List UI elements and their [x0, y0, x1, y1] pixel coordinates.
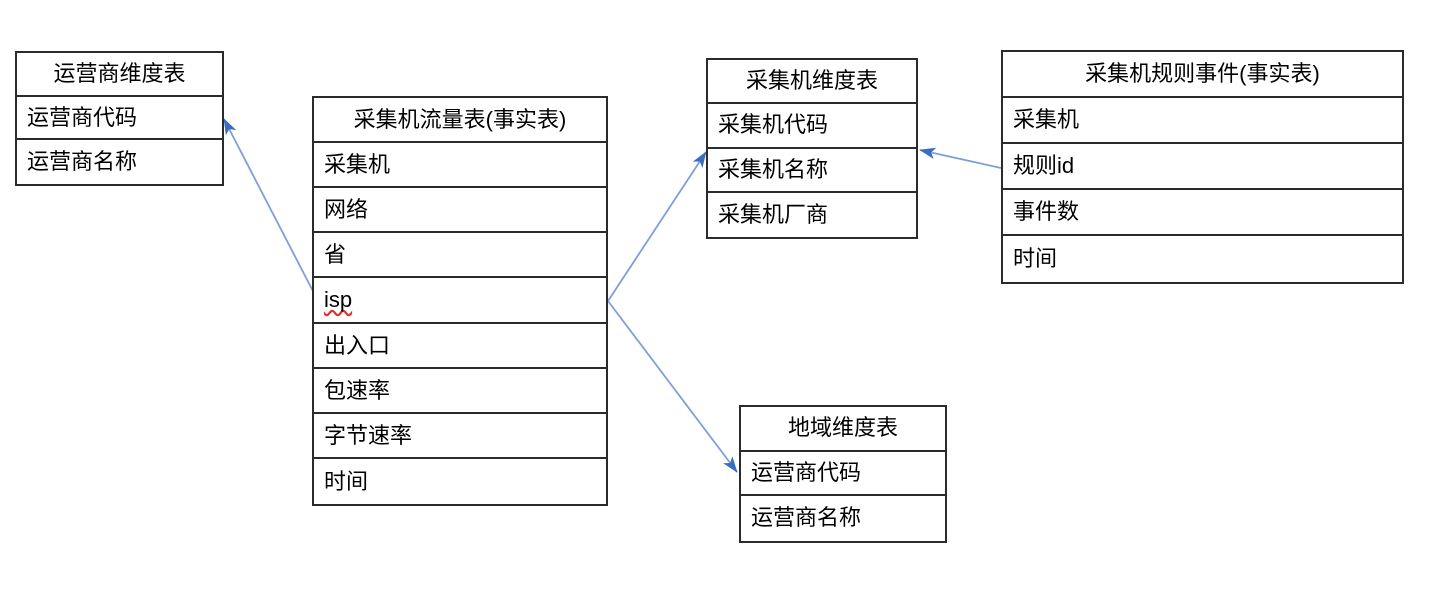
entity-title-collector-dim: 采集机维度表	[708, 60, 916, 105]
entity-field-collector-flow-fact-4: 出入口	[314, 323, 606, 369]
connector-flow-to-collector-dim	[607, 151, 707, 302]
entity-field-collector-dim-2: 采集机厂商	[708, 192, 916, 237]
entity-field-collector-flow-fact-5: 包速率	[314, 368, 606, 414]
entity-field-collector-rule-event-fact-0: 采集机	[1003, 98, 1402, 144]
entity-field-region-dim-0: 运营商代码	[741, 451, 945, 497]
entity-field-collector-flow-fact-7: 时间	[314, 458, 606, 504]
entity-title-collector-rule-event-fact: 采集机规则事件(事实表)	[1003, 52, 1402, 98]
connector-flow-to-region-dim	[607, 300, 738, 473]
entity-field-collector-dim-1: 采集机名称	[708, 148, 916, 193]
field-label-spellcheck-flagged: isp	[324, 287, 353, 313]
entity-region-dim[interactable]: 地域维度表运营商代码运营商名称	[739, 405, 947, 543]
field-label: 网络	[324, 197, 369, 223]
entity-collector-rule-event-fact[interactable]: 采集机规则事件(事实表) 采集机规则id 事件数时间	[1001, 50, 1404, 284]
entity-collector-dim[interactable]: 采集机维度表采集机代码采集机名称采集机厂商	[706, 58, 918, 239]
field-label: 出入口	[324, 332, 391, 358]
entity-field-collector-rule-event-fact-2: 事件数	[1003, 190, 1402, 236]
entity-operator-dim[interactable]: 运营商维度表运营商代码运营商名称	[15, 51, 224, 186]
entity-field-operator-dim-1: 运营商名称	[17, 140, 222, 184]
field-label: 事件数	[1013, 199, 1080, 224]
field-label: 采集机代码	[718, 112, 829, 138]
field-label: 规则id	[1013, 153, 1075, 178]
entity-title-region-dim: 地域维度表	[741, 407, 945, 452]
entity-field-collector-flow-fact-2: 省	[314, 233, 606, 279]
connector-flow-to-operator	[223, 118, 317, 298]
field-label: 运营商代码	[751, 459, 862, 485]
field-label: 运营商代码	[27, 104, 138, 130]
entity-title-operator-dim: 运营商维度表	[17, 53, 222, 97]
field-label: 时间	[324, 468, 369, 494]
field-label: 采集机名称	[718, 156, 829, 182]
entity-collector-flow-fact[interactable]: 采集机流量表(事实表) 采集机网络省 isp 出入口包速率字节速率时间	[312, 96, 608, 506]
field-label: 采集机	[324, 152, 391, 178]
field-label: 采集机厂商	[718, 201, 829, 227]
entity-title-collector-flow-fact: 采集机流量表(事实表)	[314, 98, 606, 144]
entity-field-region-dim-1: 运营商名称	[741, 496, 945, 541]
entity-field-collector-flow-fact-6: 字节速率	[314, 413, 606, 459]
entity-field-collector-flow-fact-0: 采集机	[314, 143, 606, 189]
entity-field-collector-flow-fact-1: 网络	[314, 188, 606, 234]
entity-field-collector-dim-0: 采集机代码	[708, 104, 916, 149]
field-label: 运营商名称	[27, 149, 138, 175]
field-label: 字节速率	[324, 422, 413, 448]
entity-field-operator-dim-0: 运营商代码	[17, 96, 222, 141]
entity-field-collector-rule-event-fact-3: 时间	[1003, 236, 1402, 282]
field-label: 时间	[1013, 246, 1058, 271]
entity-field-collector-flow-fact-3: isp	[314, 278, 606, 324]
field-label: 包速率	[324, 377, 391, 403]
field-label: 采集机	[1013, 107, 1080, 132]
field-label: 运营商名称	[751, 505, 862, 531]
connector-rule-event-to-collector-dim	[919, 147, 1002, 169]
field-label: 省	[324, 242, 347, 268]
entity-field-collector-rule-event-fact-1: 规则id	[1003, 144, 1402, 190]
